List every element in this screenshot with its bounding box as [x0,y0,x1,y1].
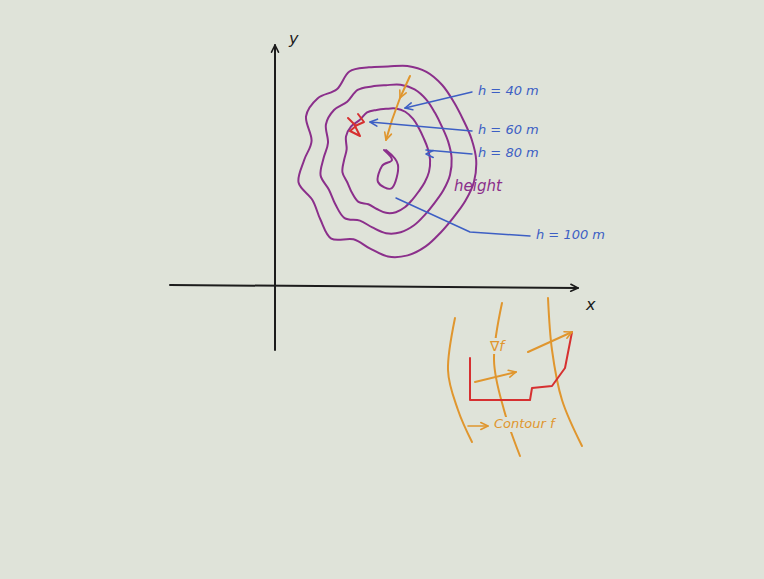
pointer-arrowhead [481,423,488,430]
axis-label: y [287,30,300,48]
annotation: height [452,178,504,195]
x-axis [170,285,578,288]
contour-arc [494,303,520,456]
gradient-arrowhead [385,132,392,140]
leader-arrowhead [426,151,433,158]
gradient-arrowhead [400,90,406,98]
leader-arrowhead [405,103,413,110]
y-axis-arrowhead [272,45,279,52]
contour-label: Contour f [492,417,557,432]
contour-line [298,66,476,258]
height-label: h = 60 m [476,123,541,138]
height-label: h = 80 m [476,146,541,161]
path-line [470,332,572,400]
leader-arrowhead [370,119,377,126]
path-mark [348,114,364,136]
gradient-arrow [528,332,572,352]
gradient-arrowhead [564,332,572,338]
gradient-label: ∇f [488,338,506,354]
contour-arc [448,318,472,442]
leader-line [396,198,530,236]
gradient-arrowhead [508,370,516,377]
contour-line [320,84,451,233]
height-label: h = 40 m [476,84,541,99]
pointer-arrow [468,425,488,427]
axis-label: x [584,296,597,314]
peak-contour [378,150,399,189]
leader-line [405,92,472,108]
height-label: h = 100 m [534,228,607,243]
y-axis [274,45,276,350]
leader-line [370,122,472,131]
x-axis-arrowhead [571,284,578,291]
